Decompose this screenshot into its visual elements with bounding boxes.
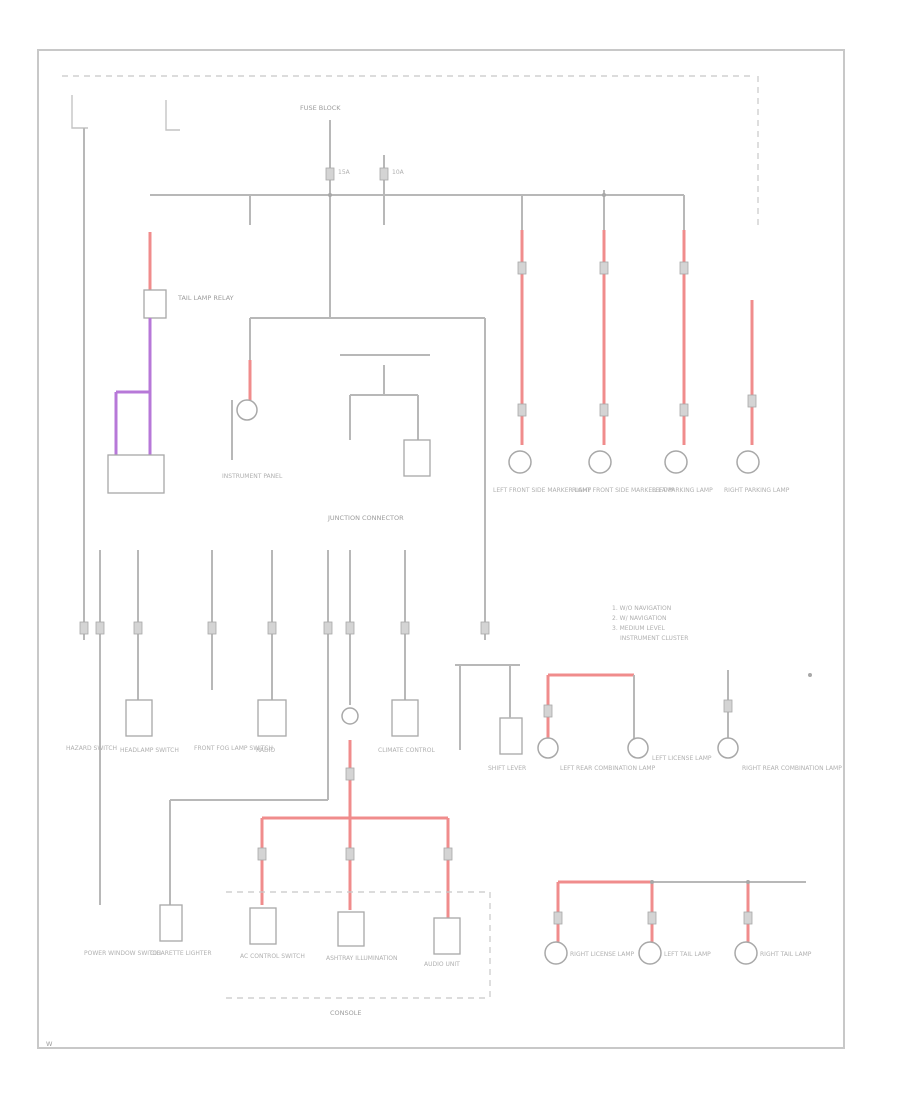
front-lamp-labels: LEFT FRONT SIDE MARKER LAMP RIGHT FRONT … <box>493 487 790 494</box>
bottom-red-distribution <box>226 740 491 999</box>
label-l-license: LEFT LICENSE LAMP <box>652 755 712 762</box>
label-shift-lever: SHIFT LEVER <box>488 765 526 772</box>
tail-lamp-relay-circuit: TAIL LAMP RELAY <box>107 232 234 494</box>
rear-lamps-upper: LEFT REAR COMBINATION LAMP LEFT LICENSE … <box>537 670 842 772</box>
middle-branch: JUNCTION CONNECTOR <box>231 317 486 640</box>
bottom-components <box>159 904 461 955</box>
fuse-block-label: FUSE BLOCK <box>300 104 341 112</box>
dash-panel-label: INSTRUMENT PANEL <box>222 473 283 480</box>
lamp-label-rf-side: RIGHT FRONT SIDE MARKER LAMP <box>572 487 675 494</box>
label-power-window: POWER WINDOW SWITCH <box>84 950 161 957</box>
label-l-tail: LEFT TAIL LAMP <box>664 951 711 958</box>
lower-row-components <box>125 664 523 755</box>
label-r-license: RIGHT LICENSE LAMP <box>570 951 635 958</box>
label-radio: RADIO <box>256 747 275 754</box>
label-audio-unit: AUDIO UNIT <box>424 961 460 968</box>
label-hazard-switch: HAZARD SWITCH <box>66 745 117 752</box>
front-lamp-feeds <box>508 230 760 474</box>
fuse-a-label: 15A <box>338 169 351 176</box>
label-headlamp-switch: HEADLAMP SWITCH <box>120 747 179 754</box>
legend-note-3: 3. MEDIUM LEVEL <box>612 625 665 632</box>
label-fog-switch: FRONT FOG LAMP SWITCH <box>194 745 273 752</box>
lamp-label-lf-side: LEFT FRONT SIDE MARKER LAMP <box>493 487 591 494</box>
legend-note-4: INSTRUMENT CLUSTER <box>620 635 688 642</box>
label-console-group: CONSOLE <box>330 1009 362 1017</box>
bottom-labels: POWER WINDOW SWITCH CIGARETTE LIGHTER AC… <box>84 950 460 1017</box>
lower-row-feeds <box>79 550 490 905</box>
lower-row-labels: HAZARD SWITCH HEADLAMP SWITCH FRONT FOG … <box>66 745 526 772</box>
lamp-label-lf-park: LEFT PARKING LAMP <box>652 487 713 494</box>
fuse-markers <box>325 167 606 197</box>
label-ashtray: ASHTRAY ILLUMINATION <box>326 955 398 962</box>
rear-lamps-lower: RIGHT LICENSE LAMP LEFT TAIL LAMP RIGHT … <box>544 880 812 965</box>
fuse-b-label: 10A <box>392 169 405 176</box>
relay-label: TAIL LAMP RELAY <box>177 294 234 302</box>
label-lr-combo: LEFT REAR COMBINATION LAMP <box>560 765 656 772</box>
diagram-frame <box>37 49 845 1049</box>
legend-note-2: 2. W/ NAVIGATION <box>612 615 667 622</box>
label-ac-switch: AC CONTROL SWITCH <box>240 953 305 960</box>
relay-box <box>107 454 165 494</box>
label-rr-combo: RIGHT REAR COMBINATION LAMP <box>742 765 842 772</box>
legend-note-1: 1. W/O NAVIGATION <box>612 605 671 612</box>
top-left-feeds <box>71 95 180 640</box>
label-r-tail: RIGHT TAIL LAMP <box>760 951 812 958</box>
footer-code: W <box>46 1040 53 1048</box>
junction-connector-label: JUNCTION CONNECTOR <box>327 514 404 522</box>
label-lighter: CIGARETTE LIGHTER <box>150 950 212 957</box>
lamp-label-rf-park: RIGHT PARKING LAMP <box>724 487 790 494</box>
label-climate: CLIMATE CONTROL <box>378 747 435 754</box>
note-legend: 1. W/O NAVIGATION 2. W/ NAVIGATION 3. ME… <box>612 605 688 642</box>
